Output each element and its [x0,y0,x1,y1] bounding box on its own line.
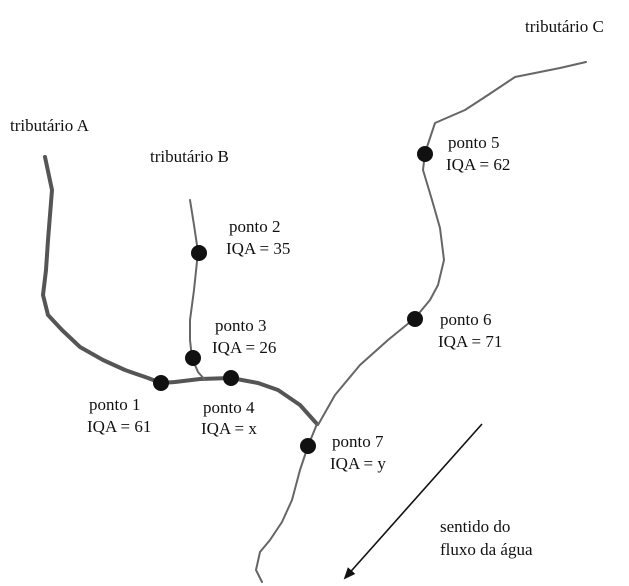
ponto-5-marker [417,146,433,162]
ponto-1-name: ponto 1 [89,395,140,414]
tributary-a-label: tributário A [10,116,90,135]
tributary-b-label: tributário B [150,147,229,166]
ponto-3-marker [185,350,201,366]
ponto-7-marker [300,438,316,454]
tributary-c-river [317,61,587,426]
ponto-5-iqa: IQA = 62 [446,155,510,174]
tributary-a-river [41,155,319,426]
ponto-6-name: ponto 6 [440,310,491,329]
tributary-b-river [189,199,206,381]
ponto-3-iqa: IQA = 26 [212,338,276,357]
flow-direction-arrow [343,423,483,580]
ponto-6-marker [407,311,423,327]
ponto-2-marker [191,245,207,261]
ponto-7-name: ponto 7 [332,432,384,451]
tributary-c-label: tributário C [525,17,604,36]
ponto-1-marker [153,375,169,391]
ponto-1-iqa: IQA = 61 [87,417,151,436]
main-river [255,423,318,583]
flow-label-line1: sentido do [440,517,510,536]
ponto-2-iqa: IQA = 35 [226,239,290,258]
ponto-5-name: ponto 5 [448,133,499,152]
ponto-2-name: ponto 2 [229,217,280,236]
ponto-3-name: ponto 3 [215,316,266,335]
ponto-4-marker [223,370,239,386]
ponto-7-iqa: IQA = y [330,454,386,473]
ponto-6-iqa: IQA = 71 [438,332,502,351]
flow-label-line2: fluxo da água [440,540,533,559]
ponto-4-name: ponto 4 [203,398,255,417]
ponto-4-iqa: IQA = x [201,419,257,438]
